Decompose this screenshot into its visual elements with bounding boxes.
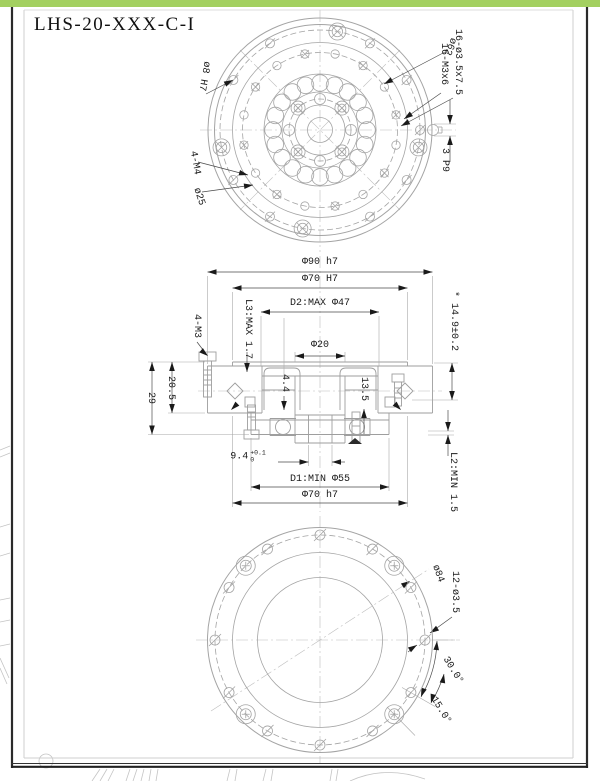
tolerance-upper: +0.1 <box>250 449 266 457</box>
dim-od: Φ90 h7 <box>301 257 339 268</box>
dimension-arrows <box>149 77 455 703</box>
dim-spigot-bottom: Φ70 h7 <box>301 490 339 501</box>
dim-13-5: 13.5 <box>358 376 369 402</box>
extension-lines <box>148 123 458 736</box>
top-view-drawing <box>207 17 443 243</box>
dim-l3: L3:MAX 1.7 <box>242 298 253 360</box>
dim-taps: 16-M3x6 <box>438 42 449 86</box>
sheet-frame <box>10 7 589 768</box>
dim-9-4: 9.4 +0.1 0 <box>230 449 266 464</box>
centerlines <box>196 10 460 763</box>
dim-9-4-value: 9.4 <box>230 451 249 462</box>
drawing-title: LHS-20-XXX-C-I <box>34 14 196 35</box>
side-view-drawing <box>198 351 433 444</box>
dim-keyway: 3 P9 <box>439 147 450 173</box>
dim-d2: D2:MAX Φ47 <box>289 298 351 309</box>
dim-height-ref: * 14.9±0.2 <box>448 290 459 352</box>
tolerance-lower: 0 <box>250 456 255 463</box>
dim-9-4-tolerance: +0.1 0 <box>250 449 266 464</box>
dim-spigot-top: Φ70 H7 <box>301 274 339 285</box>
dim-20-5: 20.5 <box>165 375 176 401</box>
accent-bar <box>0 0 600 7</box>
dim-4-m3: 4-M3 <box>191 313 202 339</box>
dim-l2: L2:MIN 1.5 <box>447 451 458 513</box>
stray-wireframe-marks <box>0 445 426 781</box>
dim-29: 29 <box>145 391 156 405</box>
dim-d1: D1:MIN Φ55 <box>289 474 351 485</box>
dim-counterbores: 16-ø3.5x7.5 <box>452 28 463 96</box>
dim-4-4: 4.4 <box>279 373 290 393</box>
dim-bore: Φ20 <box>310 340 330 351</box>
bottom-view-drawing <box>207 527 433 753</box>
dim-12-holes: 12-ø3.5 <box>449 570 460 614</box>
